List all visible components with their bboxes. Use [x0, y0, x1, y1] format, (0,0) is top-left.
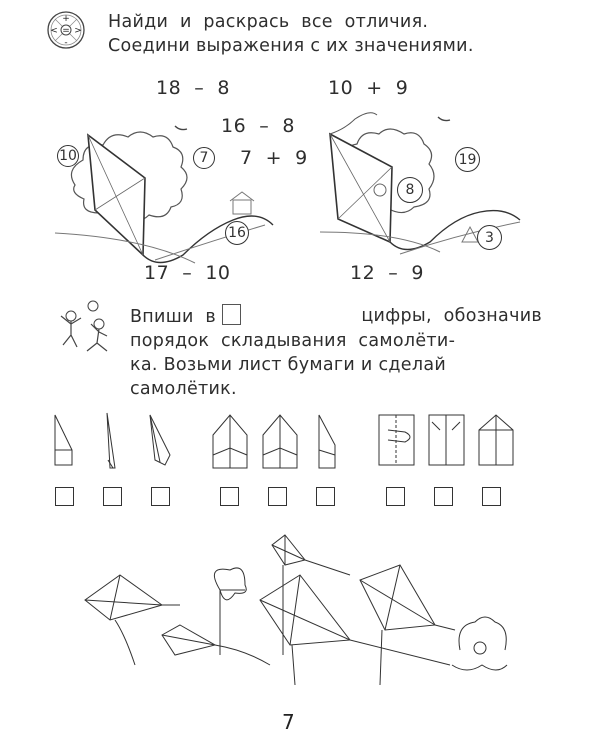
- value-circle-10[interactable]: 10: [57, 145, 79, 167]
- task2-line2: порядок складывания самолёти-: [130, 331, 456, 351]
- children-playing-icon: [60, 300, 108, 352]
- task1-instruction: Найди и раскрась все отличия. Соедини вы…: [108, 10, 548, 58]
- expression-10-9[interactable]: 10 + 9: [328, 77, 409, 99]
- svg-text:>: >: [74, 26, 82, 36]
- answer-box-1[interactable]: [55, 487, 74, 506]
- answer-box-3[interactable]: [151, 487, 170, 506]
- value-circle-3[interactable]: 3: [477, 225, 502, 250]
- task1-line2: Соедини выражения с их значениями.: [108, 36, 474, 56]
- answer-box-2[interactable]: [103, 487, 122, 506]
- expression-17-10[interactable]: 17 – 10: [144, 262, 231, 284]
- answer-box-9[interactable]: [482, 487, 501, 506]
- task2-line4: самолётик.: [130, 379, 237, 399]
- task2-line3: ка. Возьми лист бумаги и сделай: [130, 355, 447, 375]
- value-circle-19[interactable]: 19: [455, 147, 480, 172]
- answer-box-6[interactable]: [316, 487, 335, 506]
- expression-18-8[interactable]: 18 – 8: [156, 77, 230, 99]
- math-operations-icon: = + - < >: [47, 11, 85, 49]
- svg-text:+: +: [62, 14, 70, 24]
- task2-instruction: Впиши в цифры, обозначив порядок складыв…: [130, 304, 542, 401]
- inline-box-sample: [222, 304, 242, 325]
- folding-steps-diagram: [54, 412, 514, 469]
- svg-text:<: <: [50, 26, 58, 36]
- expression-12-9[interactable]: 12 – 9: [350, 262, 424, 284]
- answer-box-8[interactable]: [434, 487, 453, 506]
- right-kite-picture[interactable]: [319, 112, 530, 257]
- expression-16-8[interactable]: 16 – 8: [221, 115, 295, 137]
- task1-line1: Найди и раскрась все отличия.: [108, 12, 429, 32]
- svg-text:-: -: [64, 38, 67, 48]
- value-circle-7[interactable]: 7: [193, 147, 215, 169]
- left-kite-picture[interactable]: [54, 125, 285, 264]
- answer-box-4[interactable]: [220, 487, 239, 506]
- value-circle-8[interactable]: 8: [397, 177, 423, 203]
- svg-text:=: =: [62, 26, 70, 36]
- kites-illustration: [84, 534, 508, 686]
- answer-box-5[interactable]: [268, 487, 287, 506]
- page-number: 7: [282, 710, 295, 734]
- expression-7-9[interactable]: 7 + 9: [240, 147, 308, 169]
- task2-line1: Впиши в цифры, обозначив: [130, 304, 542, 327]
- answer-box-7[interactable]: [386, 487, 405, 506]
- value-circle-16[interactable]: 16: [225, 221, 249, 245]
